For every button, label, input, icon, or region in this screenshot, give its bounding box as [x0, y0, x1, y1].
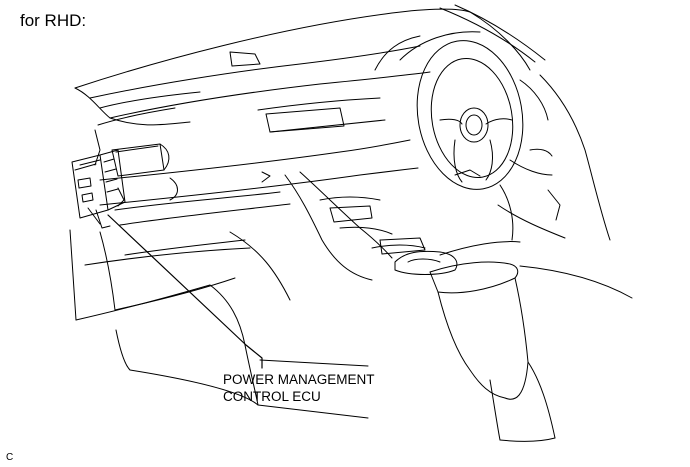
right-seat: [490, 380, 500, 440]
glove-box-area: [115, 192, 280, 210]
dashboard-band-top: [100, 140, 410, 180]
steering-wheel-outer: [406, 32, 534, 198]
figure-code: C: [6, 452, 14, 463]
center-display: [266, 108, 344, 132]
power-management-ecu: [72, 150, 125, 228]
steering-wheel-inner: [422, 52, 522, 184]
windshield-frame-right: [440, 8, 535, 62]
windshield-outline: [75, 9, 470, 88]
left-footwell: [85, 248, 250, 265]
center-console: [285, 175, 372, 280]
dashboard-top: [75, 72, 430, 118]
left-seat: [210, 285, 245, 345]
shift-area: [395, 251, 457, 274]
dashboard-band-lower: [100, 168, 418, 205]
ecu-callout-label-line2: CONTROL ECU: [223, 389, 321, 404]
ecu-callout-label-line1: POWER MANAGEMENT: [223, 372, 375, 387]
variant-label: for RHD:: [20, 11, 87, 30]
center-armrest: [430, 262, 518, 293]
steering-hub: [460, 108, 488, 142]
ecu-leader-line: [108, 215, 262, 368]
